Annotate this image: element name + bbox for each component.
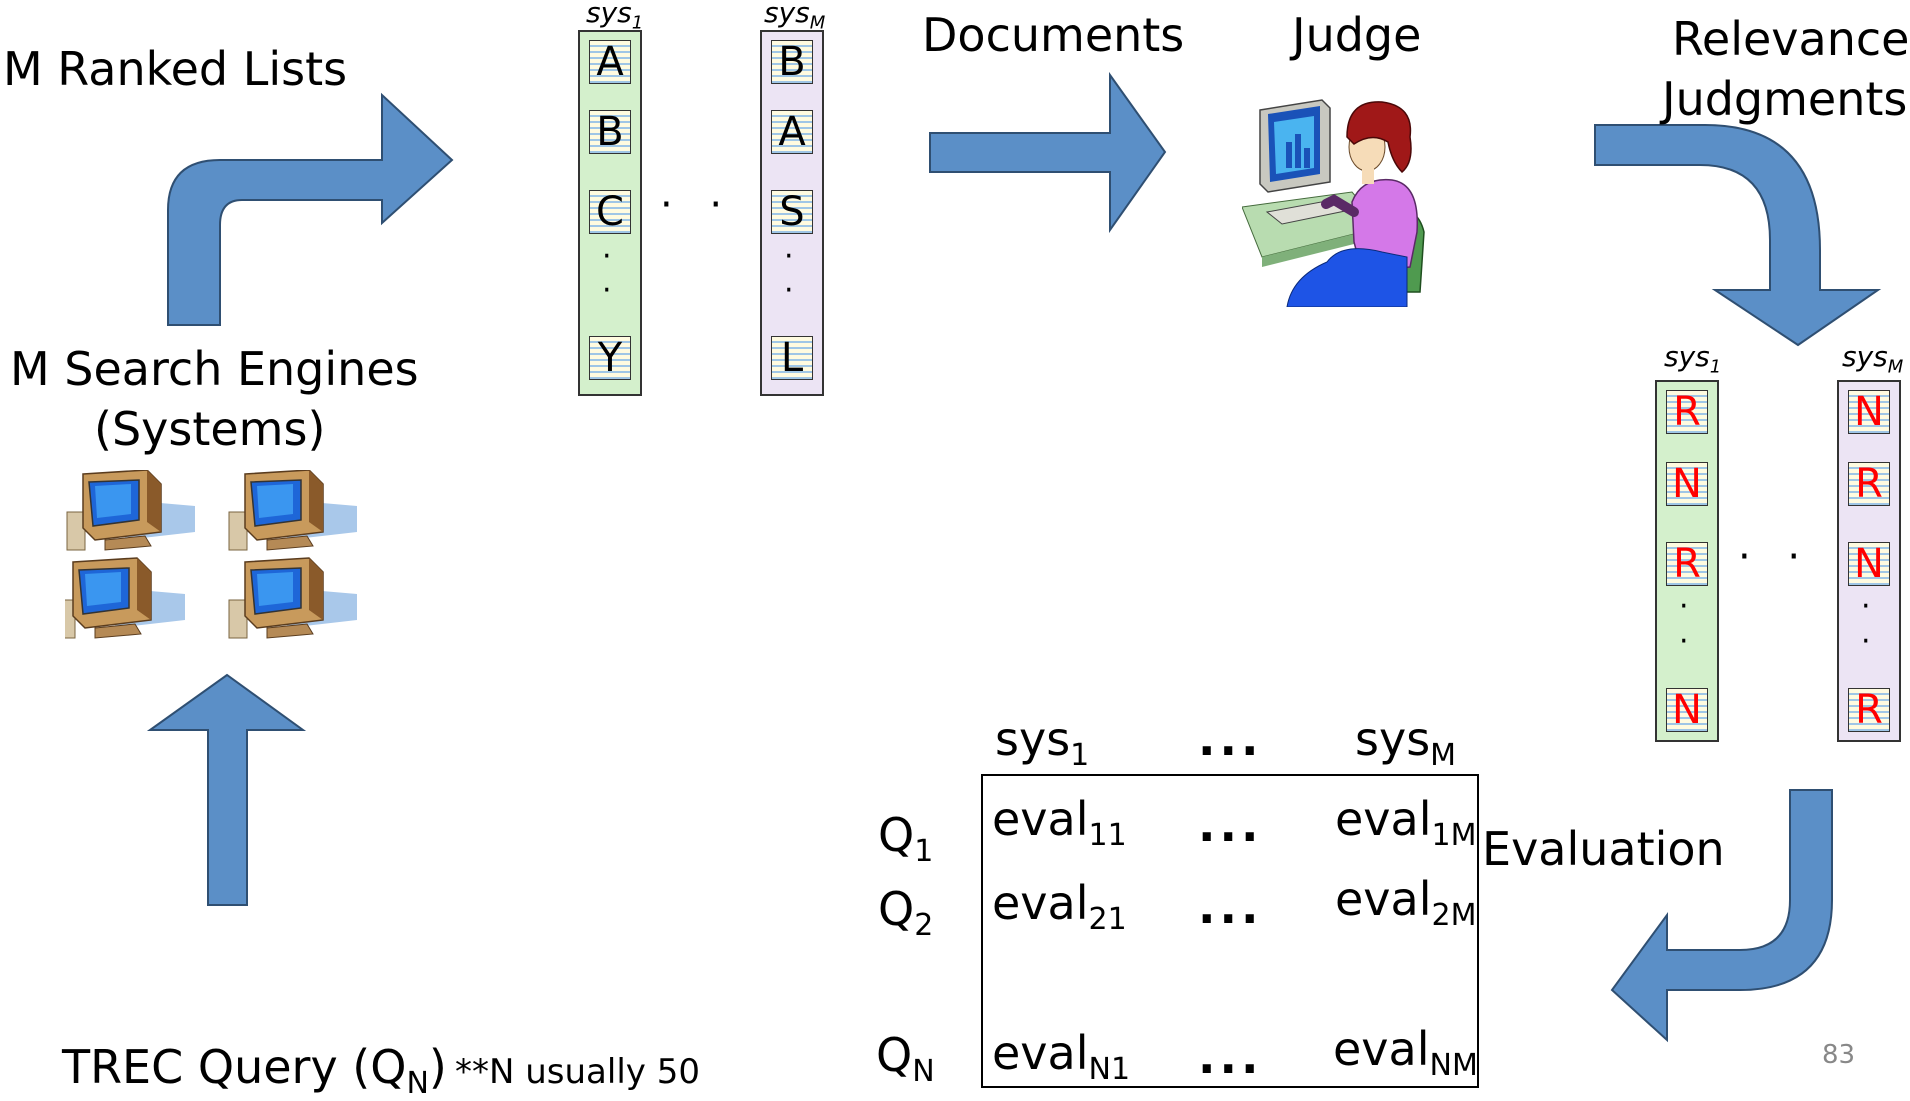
arrow-documents [929,71,1167,234]
ranked-sysM-header: sysM [764,0,826,34]
list-item: A [589,40,631,84]
ellipsis-dot: · [1861,589,1871,624]
matrix-row-label: Q1 [878,808,934,870]
judgment-cell: N [1666,462,1708,506]
ellipsis-dot: · [784,239,794,274]
ellipsis-dot: · [602,239,612,274]
matrix-col-sys1: sys1 [995,712,1090,774]
list-item: A [771,110,813,154]
evaluation-matrix-box [981,774,1479,1088]
matrix-cell: eval21 [992,876,1127,938]
ranked-lists-ellipsis: · · · [660,182,784,228]
ellipsis-dot: · [1679,624,1689,659]
matrix-cell: eval2M [1335,872,1477,934]
judgment-cell: N [1848,542,1890,586]
matrix-row-ellipsis: ... [1198,798,1263,852]
ellipsis-dot: · [1861,624,1871,659]
documents-label: Documents [922,8,1185,62]
matrix-col-sysM: sysM [1355,712,1457,774]
judged-sys1-header: sys1 [1664,340,1722,378]
judged-list-sysM: N R N · · R [1837,380,1901,742]
list-item: S [771,190,813,234]
matrix-row-label: Q2 [878,882,934,944]
matrix-col-ellipsis: ... [1198,712,1263,766]
matrix-row-label: QN [876,1028,935,1090]
judgment-cell: N [1666,688,1708,732]
ellipsis-dot: · [602,273,612,308]
ranked-lists-label: M Ranked Lists [3,42,348,96]
judgment-cell: R [1848,462,1890,506]
judgment-cell: R [1848,688,1890,732]
trec-query-label: TREC Query (QN) [62,1040,447,1101]
trec-note: **N usually 50 [455,1052,700,1092]
arrow-query-up [146,673,307,906]
list-item: B [771,40,813,84]
arrow-evaluation [1610,789,1833,1043]
ellipsis-dot: · [784,273,794,308]
arrow-relevance-judgments [1594,124,1882,347]
arrow-to-ranked-lists [167,92,454,326]
judge-illustration [1241,92,1457,308]
judged-lists-ellipsis: · · · [1738,534,1862,580]
judged-list-sys1: R N R · · N [1655,380,1719,742]
ranked-list-sysM: B A S · · L [760,30,824,396]
matrix-cell: eval11 [992,792,1127,854]
matrix-cell: evalNM [1333,1022,1478,1084]
judgment-cell: R [1666,390,1708,434]
judgment-cell: N [1848,390,1890,434]
list-item: B [589,110,631,154]
ranked-list-sys1: A B C · · Y [578,30,642,396]
judged-sysM-header: sysM [1842,340,1904,378]
computer-icon [56,469,358,639]
list-item: Y [589,336,631,380]
matrix-row-ellipsis: ... [1198,880,1263,934]
matrix-cell: evalN1 [992,1026,1131,1088]
judge-label: Judge [1292,8,1422,62]
evaluation-label: Evaluation [1482,822,1725,876]
systems-label: (Systems) [94,402,326,456]
matrix-row-ellipsis: ... [1198,1030,1263,1084]
judge-person-icon [1241,99,1425,308]
list-item: L [771,336,813,380]
search-engines-label: M Search Engines [10,342,419,396]
list-item: C [589,190,631,234]
matrix-cell: eval1M [1335,792,1477,854]
relevance-label: Relevance [1672,12,1910,66]
page-number: 83 [1822,1040,1856,1070]
ellipsis-dot: · [1679,589,1689,624]
judgment-cell: R [1666,542,1708,586]
ranked-sys1-header: sys1 [586,0,644,34]
search-engines-group [56,469,405,650]
judgments-label: Judgments [1662,72,1908,126]
